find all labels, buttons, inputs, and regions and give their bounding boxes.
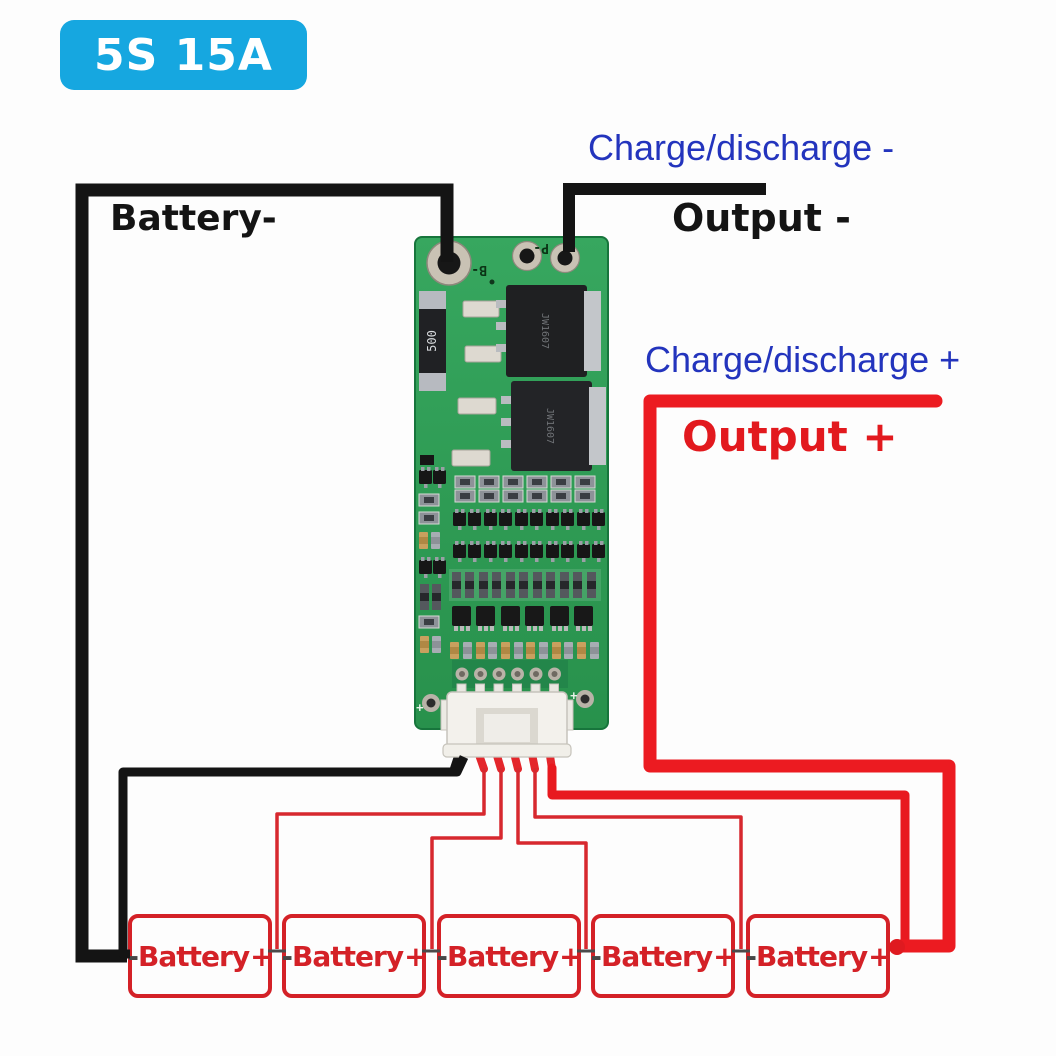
charge-discharge-positive-label: Charge/discharge +: [645, 339, 961, 380]
silkscreen-plus-right: +: [570, 688, 578, 703]
pad-p-label: P-: [533, 240, 549, 255]
model-badge-label: 5S 15A: [94, 29, 273, 81]
battery-cell-2: -Battery+: [281, 914, 428, 998]
connector-wire-stubs: [449, 744, 556, 775]
pad-b-label: B-: [471, 262, 487, 277]
pcb-base: [414, 236, 609, 730]
battery-cell-5: -Battery+: [745, 914, 892, 998]
mosfet-2-marking: JW1607: [544, 408, 555, 444]
balance-pin-strip: [452, 660, 568, 688]
battery-cell-1: -Battery+: [127, 914, 274, 998]
battery-cell-3: -Battery+: [436, 914, 583, 998]
model-badge: 5S 15A: [60, 20, 307, 90]
battery-1-pos: +: [250, 939, 273, 973]
wires: [75, 183, 956, 963]
battery-1-name: Battery: [138, 939, 250, 973]
mosfet-1: JW1607: [496, 285, 601, 377]
battery-3-pos: +: [559, 939, 582, 973]
mosfet-1-marking: JW1607: [539, 313, 550, 349]
positive-junction-blob: [889, 939, 905, 955]
battery-3-neg: -: [436, 939, 448, 973]
battery-5-name: Battery: [756, 939, 868, 973]
battery-2-pos: +: [404, 939, 427, 973]
battery-2-neg: -: [281, 939, 293, 973]
shunt-marking: 500: [425, 330, 439, 352]
output-negative-label: Output -: [672, 196, 851, 240]
battery-negative-label: Battery-: [110, 198, 277, 239]
battery-4-pos: +: [713, 939, 736, 973]
wire-battery-negative: [75, 183, 454, 963]
jst-connector: [440, 683, 574, 758]
battery-4-name: Battery: [601, 939, 713, 973]
charge-discharge-negative-label: Charge/discharge -: [588, 127, 895, 168]
battery-4-neg: -: [590, 939, 602, 973]
bms-board: B- P- 500 J: [414, 236, 609, 730]
wire-output-positive: [643, 394, 956, 953]
battery-2-name: Battery: [292, 939, 404, 973]
battery-1-neg: -: [127, 939, 139, 973]
battery-cell-4: -Battery+: [590, 914, 737, 998]
battery-5-pos: +: [868, 939, 891, 973]
left-edge-components: [418, 455, 446, 653]
silkscreen-dot: [489, 279, 495, 285]
silkscreen-plus-left: +: [416, 700, 424, 715]
output-positive-label: Output +: [682, 412, 898, 461]
pad-hole-p-minus: [549, 242, 581, 274]
pad-hole-middle: [511, 240, 543, 272]
smd-component-grid: [449, 475, 605, 659]
pad-hole-b-minus: [426, 240, 472, 286]
battery-3-name: Battery: [447, 939, 559, 973]
mount-holes: [422, 690, 594, 712]
mosfet-2: JW1607: [501, 381, 606, 471]
battery-5-neg: -: [745, 939, 757, 973]
smd-capacitors: [451, 300, 502, 467]
shunt-resistor: 500: [419, 291, 446, 391]
